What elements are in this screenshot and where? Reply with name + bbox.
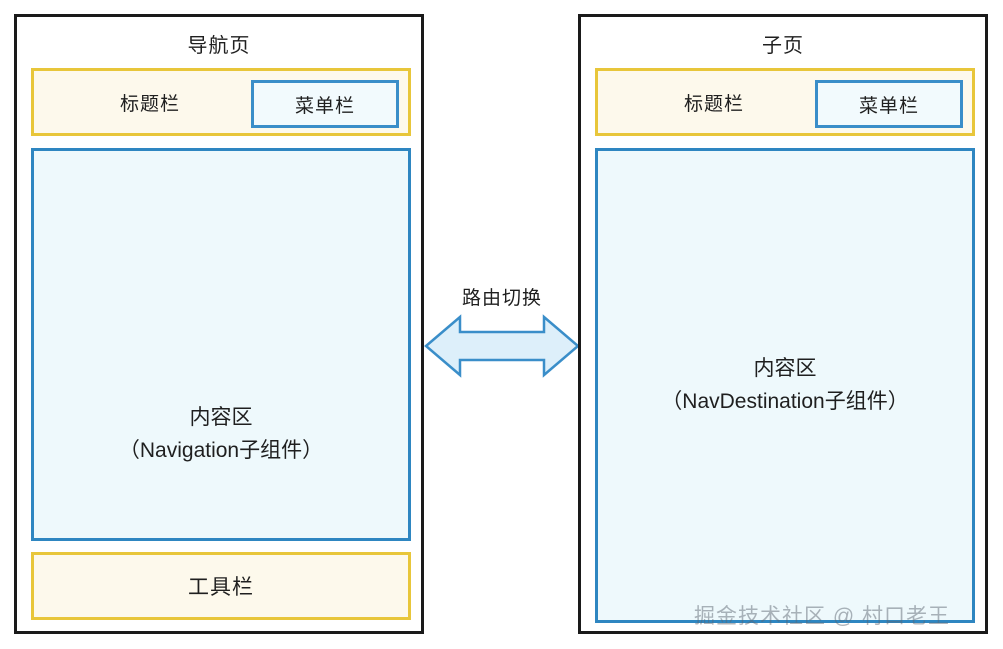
right-content-area: 内容区 （NavDestination子组件） [595, 148, 975, 623]
double-headed-arrow-icon [424, 314, 580, 378]
left-tool-bar: 工具栏 [31, 552, 411, 620]
left-content-line-1: 内容区 [189, 405, 253, 429]
right-content-line-1: 内容区 [753, 356, 817, 380]
right-menu-bar[interactable]: 菜单栏 [815, 80, 963, 128]
route-switch-label: 路由切换 [461, 288, 542, 309]
right-content-line-2: （NavDestination子组件） [661, 389, 909, 413]
left-title-bar-label: 标题栏 [119, 93, 180, 115]
right-panel-title: 子页 [762, 35, 804, 57]
sub-page-panel: 子页 标题栏 菜单栏 内容区 （NavDestination子组件） [578, 14, 988, 634]
left-content-line-2: （Navigation子组件） [118, 438, 324, 462]
right-title-bar-label: 标题栏 [683, 93, 744, 115]
left-title-bar: 标题栏 菜单栏 [31, 68, 411, 136]
right-title-bar: 标题栏 菜单栏 [595, 68, 975, 136]
left-panel-title: 导航页 [187, 35, 251, 57]
route-switch-connector: 路由切换 [424, 283, 580, 381]
right-content-text-group: 内容区 （NavDestination子组件） [661, 353, 908, 418]
left-content-area: 内容区 （Navigation子组件） [31, 148, 411, 541]
left-content-text-group: 内容区 （Navigation子组件） [119, 402, 323, 467]
left-menu-bar[interactable]: 菜单栏 [251, 80, 399, 128]
navigation-page-panel: 导航页 标题栏 菜单栏 内容区 （Navigation子组件） 工具栏 [14, 14, 424, 634]
